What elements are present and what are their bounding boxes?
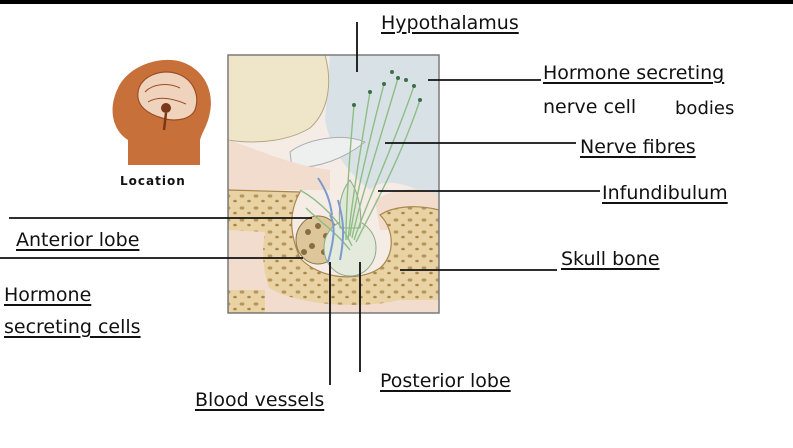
label-hormone: Hormone	[4, 284, 92, 306]
label-hypothalamus: Hypothalamus	[381, 12, 519, 34]
label-nerve-fibres: Nerve fibres	[580, 136, 696, 158]
location-caption: Location	[120, 174, 186, 188]
label-blood-vessels: Blood vessels	[195, 389, 325, 411]
head-location-icon	[112, 59, 211, 165]
panel-frame	[227, 54, 440, 314]
label-nerve-cell: nerve cell	[543, 96, 637, 118]
label-secreting-cells: secreting cells	[4, 316, 141, 338]
label-skull-bone: Skull bone	[561, 248, 660, 270]
leader-lines	[0, 22, 600, 385]
label-infundibulum: Infundibulum	[602, 182, 728, 204]
section-panel	[228, 55, 439, 313]
label-bodies: bodies	[675, 98, 735, 119]
top-border	[0, 0, 793, 4]
label-anterior-lobe: Anterior lobe	[16, 229, 140, 251]
label-posterior-lobe: Posterior lobe	[380, 370, 511, 392]
label-hormone-secreting: Hormone secreting	[543, 62, 725, 84]
